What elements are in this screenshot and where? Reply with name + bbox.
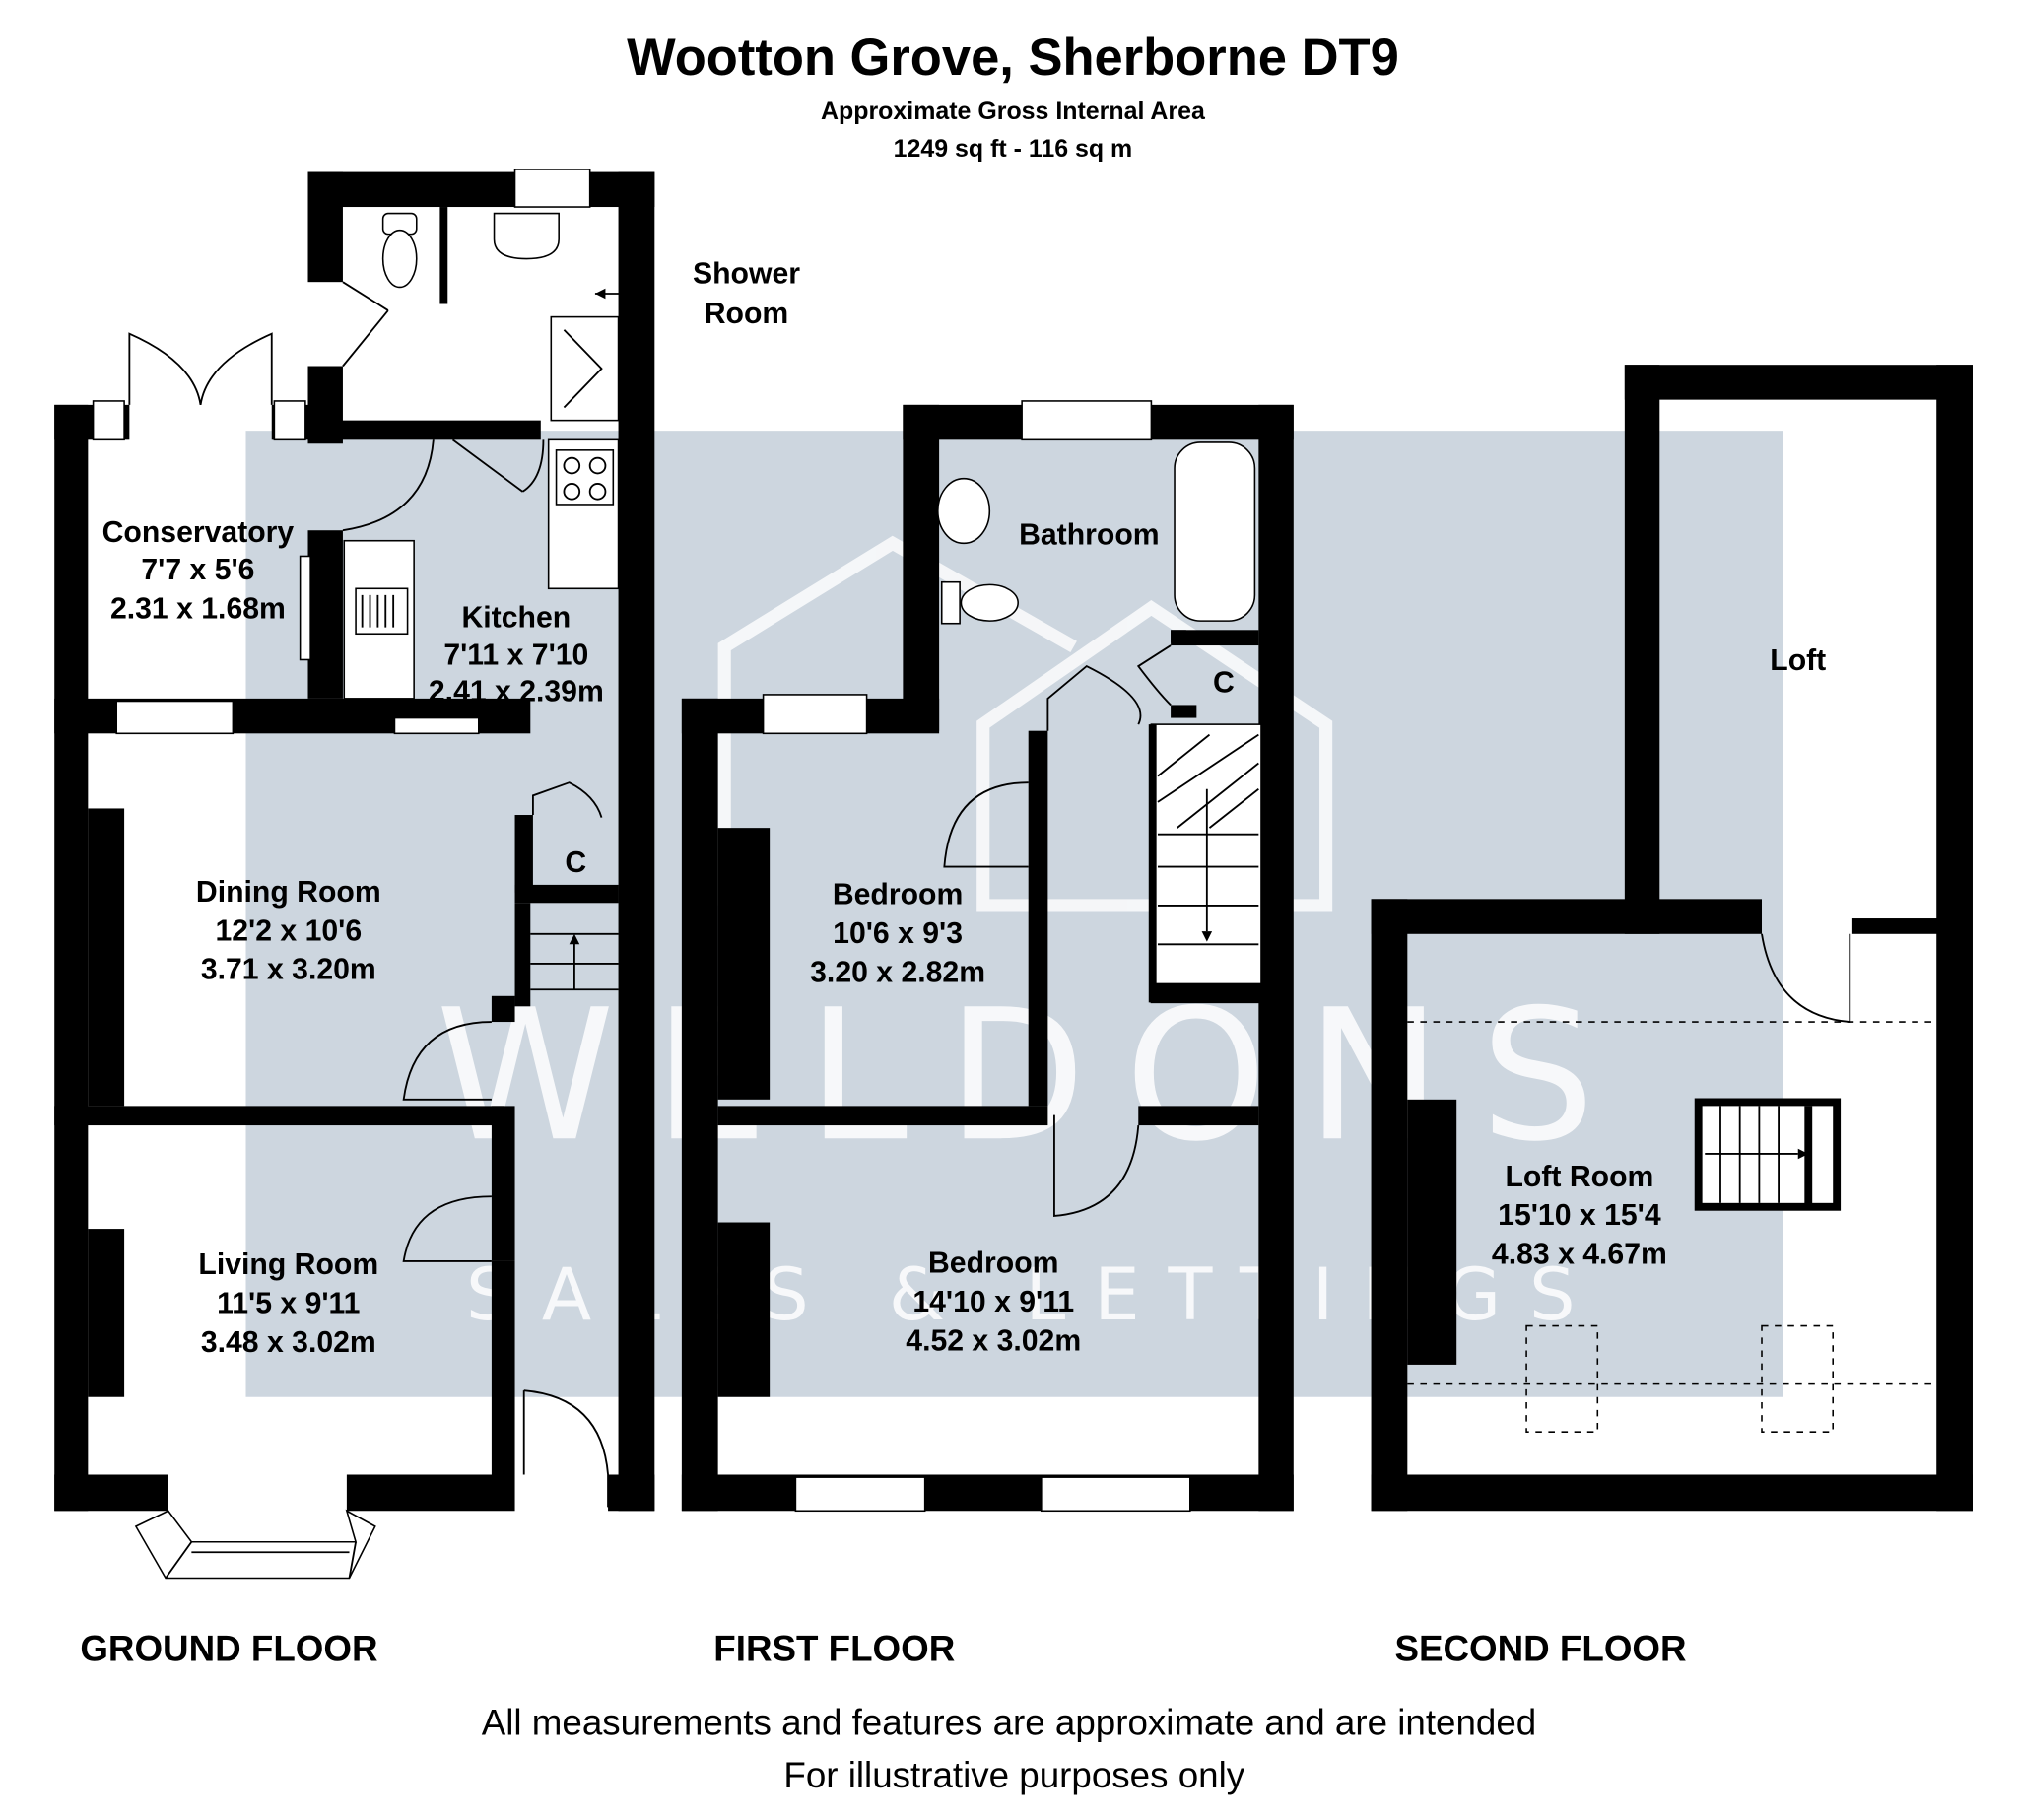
svg-text:12'2 x 10'6: 12'2 x 10'6 xyxy=(215,914,362,947)
svg-text:11'5 x 9'11: 11'5 x 9'11 xyxy=(217,1287,360,1319)
label-conservatory: Conservatory 7'7 x 5'6 2.31 x 1.68m xyxy=(102,516,295,625)
label-living-room: Living Room 11'5 x 9'11 3.48 x 3.02m xyxy=(198,1248,378,1359)
svg-text:15'10 x 15'4: 15'10 x 15'4 xyxy=(1498,1199,1661,1232)
svg-text:Dining Room: Dining Room xyxy=(196,876,381,909)
label-shower-room: Shower Room xyxy=(693,257,800,330)
svg-text:Shower: Shower xyxy=(693,257,800,290)
first-floor-plan xyxy=(681,400,1294,1513)
svg-text:2.41 x 2.39m: 2.41 x 2.39m xyxy=(429,675,604,708)
svg-text:4.52 x 3.02m: 4.52 x 3.02m xyxy=(906,1324,1081,1357)
label-bedroom-2: Bedroom 14'10 x 9'11 4.52 x 3.02m xyxy=(906,1247,1081,1358)
svg-text:Bedroom: Bedroom xyxy=(833,879,964,911)
second-floor-plan xyxy=(1371,365,1973,1512)
floor-label-first: FIRST FLOOR xyxy=(713,1629,955,1669)
label-loft: Loft xyxy=(1770,644,1826,677)
svg-text:Kitchen: Kitchen xyxy=(462,602,572,635)
svg-text:7'11 x 7'10: 7'11 x 7'10 xyxy=(443,640,588,672)
disclaimer-line-2: For illustrative purposes only xyxy=(783,1755,1244,1795)
label-first-cupboard: C xyxy=(1213,666,1235,699)
plan-subtitle: Approximate Gross Internal Area xyxy=(821,98,1206,125)
svg-text:3.48 x 3.02m: 3.48 x 3.02m xyxy=(201,1326,376,1359)
svg-text:3.20 x 2.82m: 3.20 x 2.82m xyxy=(810,956,985,988)
ground-floor-plan xyxy=(54,169,655,1580)
svg-text:2.31 x 1.68m: 2.31 x 1.68m xyxy=(110,592,286,625)
label-bathroom: Bathroom xyxy=(1019,519,1160,552)
svg-text:Living Room: Living Room xyxy=(198,1248,378,1281)
label-dining-room: Dining Room 12'2 x 10'6 3.71 x 3.20m xyxy=(196,876,381,986)
svg-text:3.71 x 3.20m: 3.71 x 3.20m xyxy=(201,954,376,986)
floor-label-ground: GROUND FLOOR xyxy=(80,1629,377,1669)
label-kitchen: Kitchen 7'11 x 7'10 2.41 x 2.39m xyxy=(429,602,604,708)
svg-text:4.83 x 4.67m: 4.83 x 4.67m xyxy=(1492,1239,1667,1271)
svg-text:Bedroom: Bedroom xyxy=(928,1247,1059,1280)
svg-text:14'10 x 9'11: 14'10 x 9'11 xyxy=(912,1286,1074,1318)
disclaimer-line-1: All measurements and features are approx… xyxy=(482,1702,1536,1742)
svg-text:Room: Room xyxy=(705,298,789,330)
svg-text:Conservatory: Conservatory xyxy=(102,516,295,549)
svg-text:10'6 x 9'3: 10'6 x 9'3 xyxy=(833,917,963,950)
plan-area: 1249 sq ft - 116 sq m xyxy=(894,135,1133,163)
label-bedroom-1: Bedroom 10'6 x 9'3 3.20 x 2.82m xyxy=(810,879,985,989)
label-ground-cupboard: C xyxy=(565,846,586,879)
floor-label-second: SECOND FLOOR xyxy=(1395,1629,1687,1669)
svg-text:7'7 x 5'6: 7'7 x 5'6 xyxy=(141,554,254,586)
svg-text:Loft Room: Loft Room xyxy=(1505,1161,1653,1193)
label-loft-room: Loft Room 15'10 x 15'4 4.83 x 4.67m xyxy=(1492,1161,1667,1271)
plan-title: Wootton Grove, Sherborne DT9 xyxy=(627,29,1399,87)
